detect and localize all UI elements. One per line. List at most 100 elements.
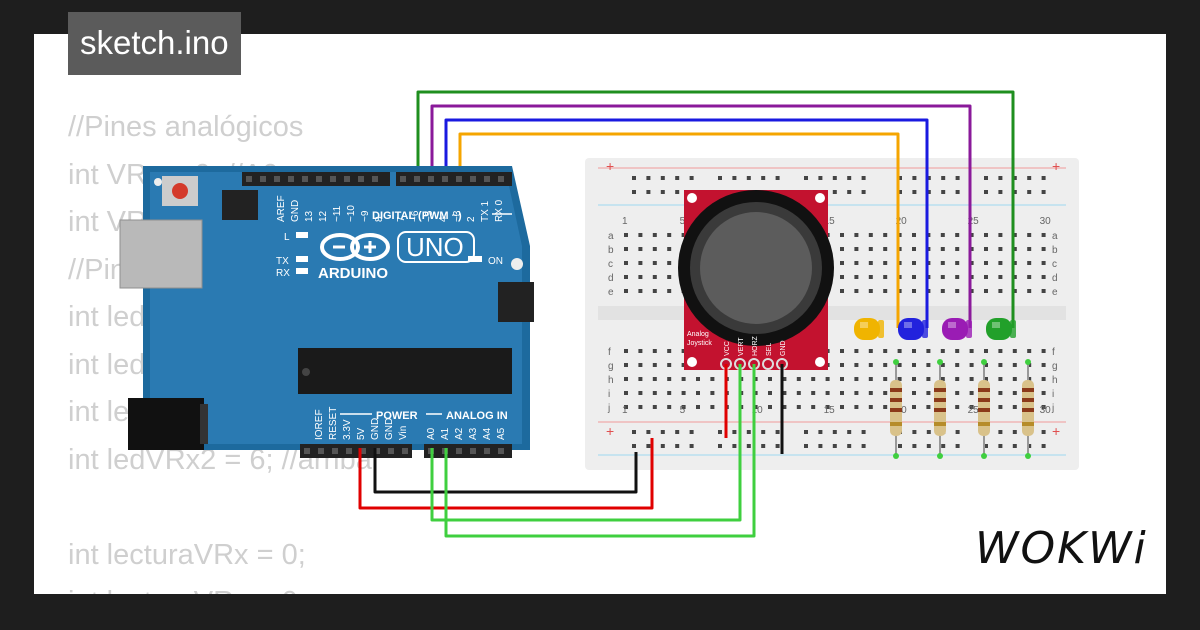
rail-hole	[861, 176, 866, 180]
breadboard-hole	[624, 391, 628, 395]
led-yellow[interactable]	[854, 318, 884, 340]
sketch-title-tag[interactable]: sketch.ino	[68, 12, 241, 75]
breadboard-hole	[696, 391, 700, 395]
breadboard-hole	[897, 289, 902, 293]
breadboard-hole	[811, 405, 816, 409]
rail-hole	[804, 444, 808, 448]
breadboard-hole	[984, 233, 988, 237]
breadboard-hole	[840, 405, 844, 409]
rail-hole	[660, 444, 665, 448]
header-pin	[332, 448, 338, 454]
breadboard-hole	[638, 405, 643, 409]
breadboard-hole	[796, 405, 801, 409]
column-label: 1	[622, 405, 628, 416]
row-label: f	[1052, 347, 1055, 358]
breadboard-hole	[969, 377, 974, 381]
breadboard-hole	[652, 233, 657, 237]
header-pin	[288, 176, 294, 182]
breadboard-hole	[854, 261, 859, 265]
breadboard-hole	[624, 349, 628, 353]
led-blue[interactable]	[898, 318, 928, 340]
digital-pin-label: AREF	[276, 195, 287, 222]
rail-hole	[732, 430, 737, 434]
rail-hole	[746, 176, 751, 180]
breadboard-hole	[912, 405, 916, 409]
rail-hole	[832, 176, 837, 180]
breadboard-hole	[854, 391, 859, 395]
joystick-knob[interactable]	[700, 212, 812, 324]
rail-hole	[984, 176, 988, 180]
led-green[interactable]	[986, 318, 1016, 340]
code-line: //Pines analógicos	[68, 111, 304, 143]
breadboard-hole	[883, 377, 888, 381]
breadboard[interactable]: + + + + aabbccddeeffgghhiijj151015202530…	[585, 158, 1079, 470]
breadboard-hole	[1012, 377, 1017, 381]
analog-pin-label: A1	[440, 427, 451, 440]
analog-pin-label: A5	[496, 427, 507, 440]
reset-button[interactable]	[172, 183, 188, 199]
breadboard-hole	[912, 275, 916, 279]
breadboard-hole	[638, 349, 643, 353]
joystick-pin-label: VERT	[738, 337, 745, 356]
rail-hole	[675, 176, 680, 180]
row-label: e	[1052, 287, 1058, 298]
rail-hole	[718, 176, 722, 180]
rail-hole	[689, 444, 694, 448]
breadboard-hole	[897, 247, 902, 251]
breadboard-hole	[638, 377, 643, 381]
breadboard-hole	[753, 377, 758, 381]
breadboard-hole	[926, 405, 931, 409]
power-pin-label: IOREF	[314, 409, 325, 440]
bottom-wires[interactable]	[358, 364, 784, 538]
breadboard-hole	[969, 261, 974, 265]
analog-pin-label: A2	[454, 427, 465, 440]
breadboard-hole	[1041, 233, 1046, 237]
row-label: c	[608, 259, 613, 270]
mount-hole	[154, 178, 162, 186]
row-label: e	[608, 287, 614, 298]
analog-pin-label: A3	[468, 427, 479, 440]
rail-hole	[926, 430, 931, 434]
header-pin	[374, 448, 380, 454]
digital-pin-label: 4	[438, 216, 449, 222]
led-on	[468, 256, 482, 262]
rail-hole	[898, 176, 902, 180]
breadboard-hole	[652, 405, 657, 409]
column-label: 5	[680, 405, 686, 416]
breadboard-hole	[926, 377, 931, 381]
row-label: c	[1052, 259, 1057, 270]
power-jack-edge	[200, 404, 208, 444]
breadboard-hole	[1041, 349, 1046, 353]
wokwi-logo[interactable]: WOKWi	[975, 523, 1148, 574]
breadboard-hole	[624, 289, 628, 293]
rail-hole	[955, 190, 960, 194]
breadboard-hole	[955, 391, 960, 395]
breadboard-hole	[840, 247, 844, 251]
rail-hole	[984, 444, 988, 448]
led-label-rx: RX	[276, 268, 290, 279]
breadboard-hole	[1012, 275, 1017, 279]
breadboard-hole	[1041, 261, 1046, 265]
breadboard-hole	[667, 289, 672, 293]
rail-hole	[746, 444, 751, 448]
breadboard-hole	[969, 405, 974, 409]
breadboard-hole	[768, 405, 772, 409]
joystick-label-2: Joystick	[687, 340, 712, 347]
breadboard-hole	[912, 349, 916, 353]
rail-hole	[818, 176, 823, 180]
led-purple[interactable]	[942, 318, 972, 340]
breadboard-hole	[681, 349, 686, 353]
digital-header-right[interactable]	[396, 172, 512, 186]
leds[interactable]	[854, 318, 1016, 340]
power-header[interactable]	[300, 444, 412, 458]
breadboard-hole	[638, 261, 643, 265]
breadboard-hole	[825, 391, 830, 395]
digital-wires[interactable]	[416, 90, 1015, 328]
column-label: 5	[680, 216, 686, 227]
breadboard-hole	[984, 349, 988, 353]
rail-hole	[912, 444, 917, 448]
